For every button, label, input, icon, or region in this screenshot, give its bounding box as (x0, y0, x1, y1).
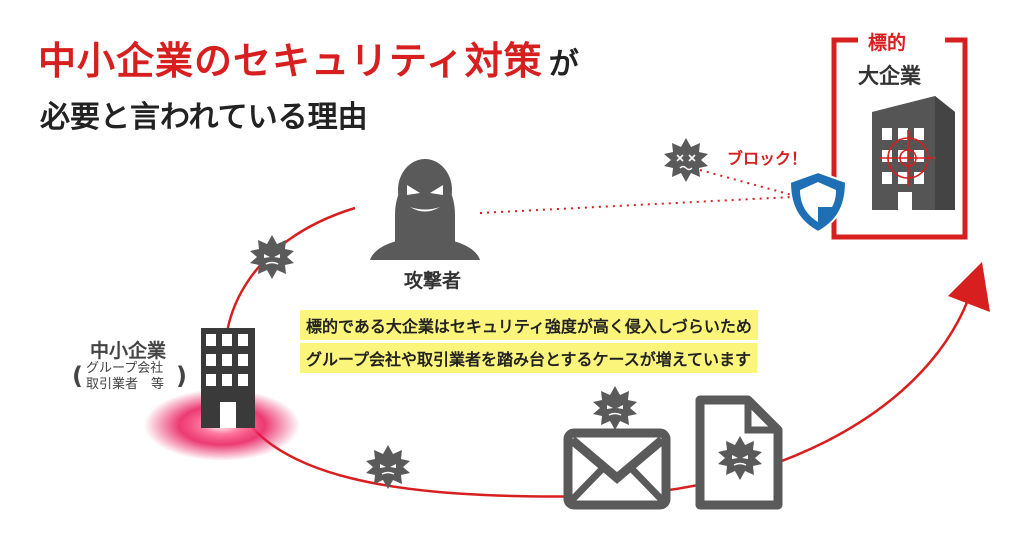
attacker-label: 攻撃者 (404, 270, 462, 292)
sme-paren-close: ) (176, 362, 187, 390)
page-title-main: 中小企業のセキュリティ対策 (38, 39, 543, 83)
attack-path-arrow (223, 206, 970, 498)
blocked-virus-line (699, 169, 793, 196)
envelope-icon (563, 428, 671, 510)
page-title-suffix: が (548, 47, 579, 82)
sme-paren-open: ( (72, 362, 83, 390)
page-subtitle: 必要と言われている理由 (40, 100, 368, 135)
explanation-line-1: 標的である大企業はセキュリティ強度が高く侵入しづらいため (300, 310, 758, 340)
virus-icon (592, 385, 638, 431)
block-label: ブロック！ (727, 149, 808, 168)
target-bracket (831, 37, 968, 240)
target-tag: 標的 (868, 32, 907, 54)
shield-icon (788, 170, 848, 234)
arrow-head (948, 262, 990, 312)
page-title: 中小企業のセキュリティ対策が (38, 30, 579, 85)
small-building-icon (201, 328, 255, 428)
attacker-icon (370, 159, 480, 260)
crosshair-icon (880, 130, 936, 186)
target-company-label: 大企業 (858, 64, 921, 88)
sme-sub-label: グループ会社 取引業者 等 (86, 361, 164, 393)
sme-sub-line1: グループ会社 (86, 361, 164, 376)
blocked-virus-icon (664, 138, 708, 182)
sme-label: 中小企業 (90, 340, 167, 362)
explanation-line-2: グループ会社や取引業者を踏み台とするケースが増えています (300, 343, 757, 373)
blocked-attack-line (479, 196, 793, 214)
sme-sub-line2: 取引業者 等 (86, 377, 165, 392)
